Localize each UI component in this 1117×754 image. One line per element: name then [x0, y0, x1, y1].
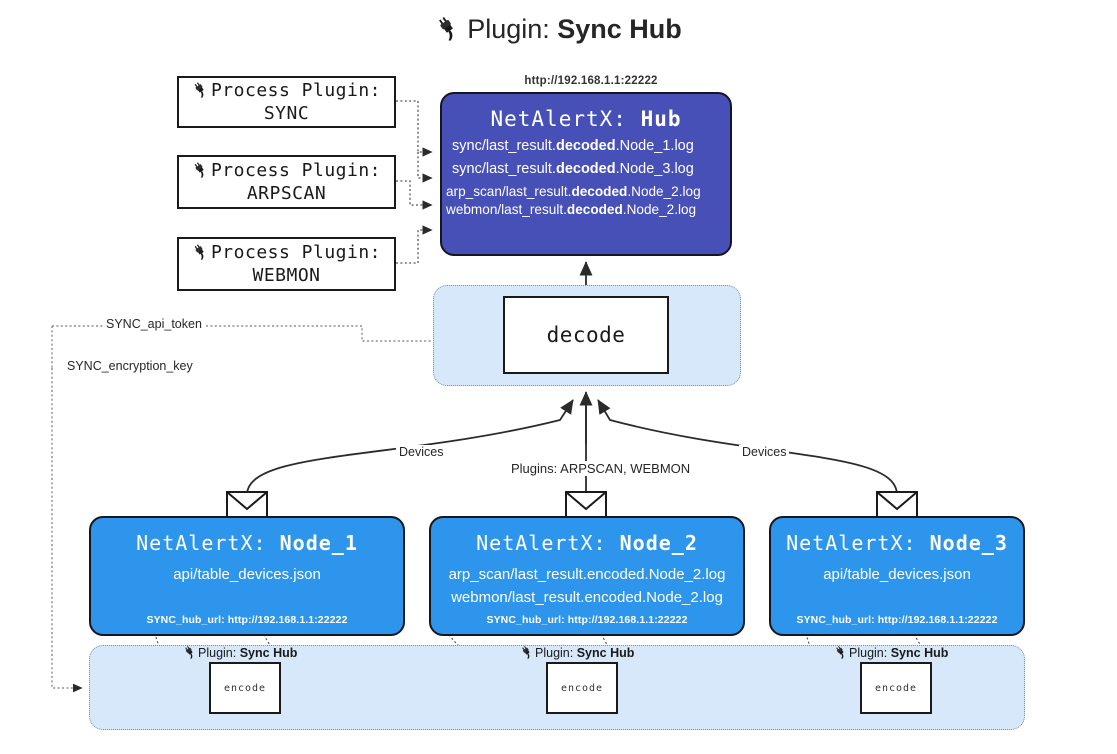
encode-box-node-3[interactable]: encode [860, 662, 932, 714]
decode-box[interactable]: decode [503, 296, 669, 374]
hub-log-line: sync/last_result.decoded.Node_3.log [452, 161, 694, 177]
encode-plugin-label-node-2: Plugin: Sync Hub [520, 645, 634, 662]
hub-node[interactable]: NetAlertX: Hub sync/last_result.decoded.… [440, 92, 732, 256]
node-card-node-3[interactable]: NetAlertX: Node_3 api/table_devices.json… [769, 516, 1025, 636]
node-title: NetAlertX: Node_2 [476, 531, 698, 555]
node-artifact-line: webmon/last_result.encoded.Node_2.log [451, 589, 723, 606]
plug-icon [192, 161, 209, 183]
hub-log-line: arp_scan/last_result.decoded.Node_2.log [446, 184, 701, 199]
node-card-node-1[interactable]: NetAlertX: Node_1 api/table_devices.json… [89, 516, 405, 636]
node-artifact-line: api/table_devices.json [823, 566, 971, 583]
process-plugin-box-webmon[interactable]: Process Plugin: WEBMON [177, 237, 396, 291]
edge-label-devices-left: Devices [396, 445, 447, 459]
title-name: Sync Hub [557, 14, 682, 44]
encode-plugin-label-node-1: Plugin: Sync Hub [183, 645, 297, 662]
process-plugin-name: ARPSCAN [246, 183, 327, 204]
node-hub-url: SYNC_hub_url: http://192.168.1.1:22222 [146, 614, 348, 626]
config-label-api-token: SYNC_api_token [103, 317, 205, 331]
node-title: NetAlertX: Node_3 [786, 531, 1008, 555]
hub-log-line: webmon/last_result.decoded.Node_2.log [446, 202, 697, 217]
process-plugin-box-arpscan[interactable]: Process Plugin: ARPSCAN [177, 155, 396, 209]
process-plugin-label: Process Plugin: [192, 160, 381, 183]
node-hub-url: SYNC_hub_url: http://192.168.1.1:22222 [796, 614, 998, 626]
envelope-icon [226, 491, 268, 529]
node-hub-url: SYNC_hub_url: http://192.168.1.1:22222 [486, 614, 688, 626]
hub-title: NetAlertX: Hub [490, 107, 682, 131]
plug-icon [183, 645, 197, 662]
encode-box-node-1[interactable]: encode [209, 662, 281, 714]
node-artifact-line: api/table_devices.json [173, 566, 321, 583]
plug-icon [834, 645, 848, 662]
process-plugin-name: SYNC [263, 103, 310, 124]
plug-icon [192, 81, 209, 103]
config-label-encryption-key: SYNC_encryption_key [64, 359, 196, 373]
node-title: NetAlertX: Node_1 [136, 531, 358, 555]
plug-icon [520, 645, 534, 662]
encode-plugin-label-node-3: Plugin: Sync Hub [834, 645, 948, 662]
process-plugin-label: Process Plugin: [192, 242, 381, 265]
edge-label-plugins-center: Plugins: ARPSCAN, WEBMON [508, 461, 694, 476]
process-plugin-name: WEBMON [252, 265, 321, 286]
process-plugin-box-sync[interactable]: Process Plugin: SYNC [177, 76, 396, 128]
plug-icon [435, 15, 461, 48]
title-prefix: Plugin: [467, 14, 550, 44]
process-plugin-label: Process Plugin: [192, 80, 381, 103]
hub-url-label: http://192.168.1.1:22222 [524, 75, 658, 87]
encode-box-node-2[interactable]: encode [546, 662, 618, 714]
plug-icon [192, 243, 209, 265]
node-artifact-line: arp_scan/last_result.encoded.Node_2.log [448, 566, 726, 583]
hub-log-line: sync/last_result.decoded.Node_1.log [452, 138, 694, 154]
edge-label-devices-right: Devices [739, 445, 790, 459]
page-title: Plugin: Sync Hub [0, 14, 1117, 48]
node-card-node-2[interactable]: NetAlertX: Node_2 arp_scan/last_result.e… [429, 516, 745, 636]
